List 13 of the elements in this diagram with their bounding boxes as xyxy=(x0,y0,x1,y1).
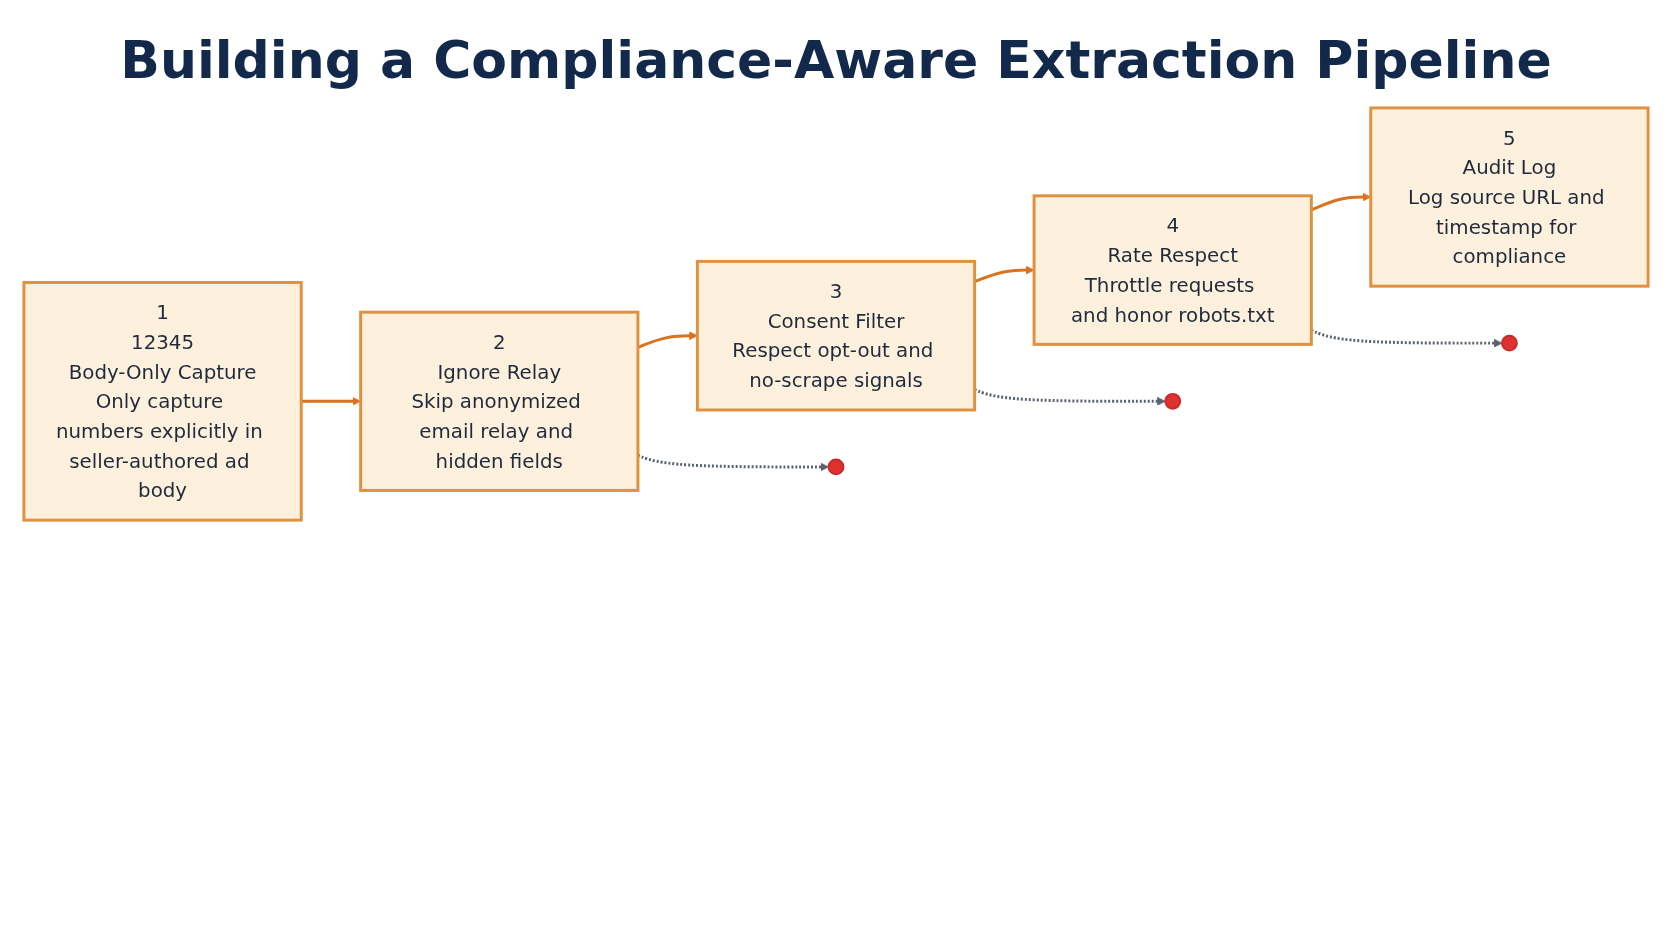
arrow xyxy=(637,453,829,472)
node-circle xyxy=(1501,334,1518,352)
node-circle xyxy=(827,458,845,476)
node-box: 5 Audit Log Log source URL and timestamp for compliance xyxy=(1369,106,1650,288)
node-circle xyxy=(1164,392,1182,410)
node-box: 2 Ignore Relay Skip anonymized email relay and hidden fields xyxy=(359,310,640,492)
arrow xyxy=(974,388,1166,406)
arrow xyxy=(974,265,1035,284)
node-box: 1 12345 Body-Only Capture Only capture numbers explicitly in seller-authored ad body xyxy=(22,281,303,522)
title: Building a Compliance-Aware Extraction Pipeline xyxy=(119,30,1553,90)
arrow xyxy=(637,331,698,349)
node-box: 3 Consent Filter Respect opt-out and no-scrape signals xyxy=(695,259,977,412)
node-box: 4 Rate Respect Throttle requests and honor robots.txt xyxy=(1032,194,1313,346)
